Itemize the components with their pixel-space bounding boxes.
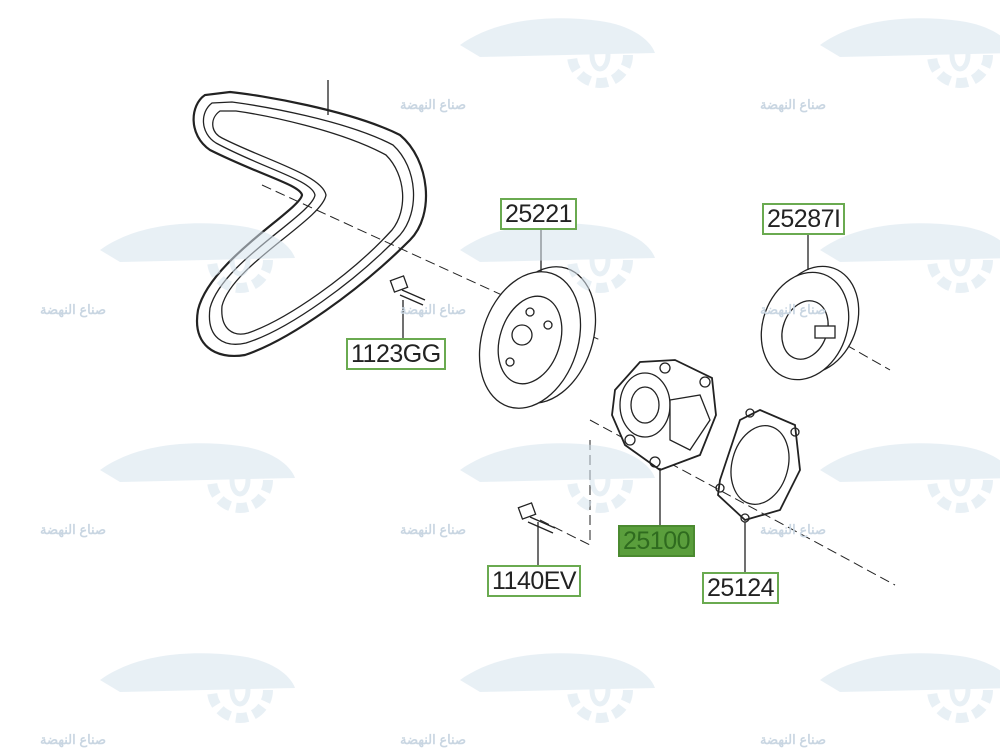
center-line (589, 419, 896, 586)
part-label-25100-selected[interactable]: 25100 (618, 525, 696, 557)
part-label-25221[interactable]: 25221 (500, 198, 578, 230)
water-pump (611, 359, 717, 472)
part-label-1140ev[interactable]: 1140EV (487, 565, 582, 597)
bolt-1140ev (517, 502, 556, 534)
pulley-25221 (478, 266, 597, 409)
idler-pulley (760, 265, 860, 381)
part-label-1123gg[interactable]: 1123GG (346, 338, 446, 370)
drive-belt (192, 90, 428, 357)
part-label-25124[interactable]: 25124 (702, 572, 780, 604)
gasket (715, 408, 801, 523)
center-line (539, 519, 591, 546)
center-line (819, 329, 891, 371)
part-label-25287i[interactable]: 25287I (762, 203, 846, 235)
bolt-1123gg (389, 275, 426, 306)
